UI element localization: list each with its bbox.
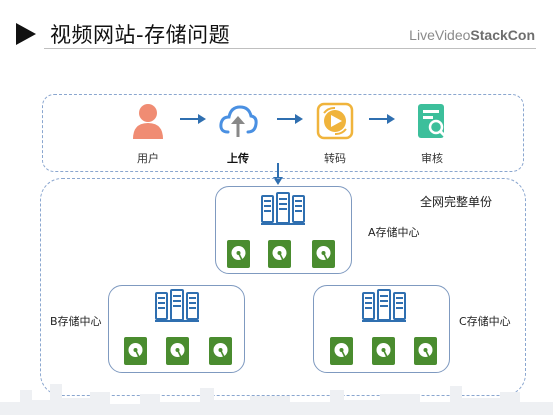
storage-center-b-label: B存储中心 [50, 315, 102, 328]
hard-drive-icon [312, 240, 335, 268]
flow-arrow-2 [277, 114, 303, 124]
storage-center-c [313, 285, 450, 373]
upload-flow-container [42, 94, 524, 172]
hard-drive-icon [330, 337, 353, 365]
storage-center-a [215, 186, 352, 274]
flow-step-user: 用户 [118, 101, 178, 166]
flow-step-label: 审核 [421, 152, 443, 165]
title-triangle-icon [16, 23, 36, 45]
storage-center-c-label: C存储中心 [459, 315, 511, 328]
down-arrow [273, 163, 283, 185]
cloud-upload-icon [219, 105, 258, 137]
flow-step-label: 用户 [137, 152, 159, 165]
server-rack-icon [261, 192, 305, 225]
hard-drive-icon [414, 337, 437, 365]
hard-drive-icon [268, 240, 291, 268]
flow-arrow-1 [180, 114, 206, 124]
user-icon [133, 104, 163, 139]
flow-step-label: 上传 [227, 152, 249, 165]
review-icon [418, 104, 447, 138]
flow-arrow-3 [369, 114, 395, 124]
full-copy-label: 全网完整单份 [420, 195, 493, 209]
transcode-icon [316, 102, 354, 140]
brand-logo: LiveVideoStackCon [409, 27, 535, 43]
flow-step-upload: 上传 [208, 101, 268, 166]
title-divider [44, 48, 536, 49]
slide-header: 视频网站-存储问题 LiveVideoStackCon [0, 0, 553, 52]
hard-drive-icon [372, 337, 395, 365]
flow-step-review: 审核 [402, 101, 462, 166]
hard-drive-icon [166, 337, 189, 365]
server-rack-icon [155, 289, 199, 322]
flow-step-transcode: 转码 [305, 101, 365, 166]
hard-drive-icon [124, 337, 147, 365]
brand-part-2: StackCon [470, 27, 535, 43]
hard-drive-icon [209, 337, 232, 365]
slide-title: 视频网站-存储问题 [50, 23, 231, 47]
hard-drive-icon [227, 240, 250, 268]
server-rack-icon [362, 289, 406, 322]
flow-step-label: 转码 [324, 152, 346, 165]
storage-center-b [108, 285, 245, 373]
city-skyline-decoration [0, 384, 553, 415]
storage-center-a-label: A存储中心 [368, 226, 420, 239]
brand-part-1: LiveVideo [409, 27, 471, 43]
storage-network-container [40, 178, 526, 396]
